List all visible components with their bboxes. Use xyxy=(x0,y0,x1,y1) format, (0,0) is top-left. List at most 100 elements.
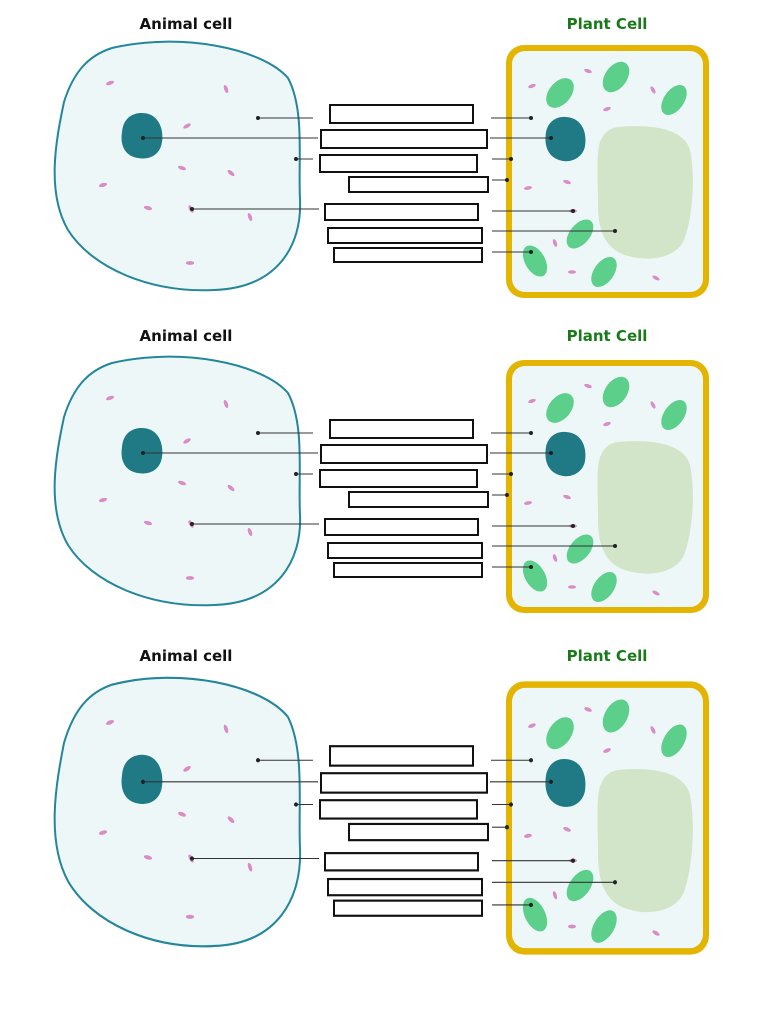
label-box[interactable] xyxy=(320,772,488,794)
organelle xyxy=(584,383,592,389)
organelle xyxy=(178,811,186,817)
organelle xyxy=(528,398,536,404)
chloroplast xyxy=(591,571,617,603)
organelle xyxy=(223,724,229,734)
pointer-dot xyxy=(529,565,533,569)
chloroplast xyxy=(546,393,574,423)
organelle xyxy=(106,719,114,725)
animal-cell-title: Animal cell xyxy=(139,327,233,345)
cell-panel xyxy=(53,676,709,955)
organelle xyxy=(603,106,611,112)
label-box[interactable] xyxy=(327,227,483,244)
label-box[interactable] xyxy=(327,877,483,897)
chloroplast xyxy=(566,869,594,902)
label-box[interactable] xyxy=(320,444,488,464)
organelle xyxy=(524,501,532,505)
label-box[interactable] xyxy=(348,491,489,508)
pointer-dot xyxy=(141,136,145,140)
animal-cell-membrane xyxy=(53,40,302,292)
chloroplast xyxy=(602,61,630,93)
organelle xyxy=(552,239,558,247)
pointer-dot xyxy=(509,802,513,807)
chloroplast xyxy=(602,376,630,408)
plant-cell-title: Plant Cell xyxy=(566,647,648,665)
label-box[interactable] xyxy=(329,745,474,767)
label-box[interactable] xyxy=(320,129,488,149)
organelle xyxy=(524,833,532,838)
pointer-dot xyxy=(529,902,533,908)
organelle xyxy=(584,707,592,712)
label-box[interactable] xyxy=(333,899,483,917)
chloroplast xyxy=(522,245,548,277)
label-box[interactable] xyxy=(324,203,479,221)
label-box[interactable] xyxy=(319,469,478,488)
organelle xyxy=(106,395,114,401)
chloroplast xyxy=(661,399,687,431)
chloroplast xyxy=(591,910,617,943)
pointer-dot xyxy=(509,157,513,161)
organelle xyxy=(247,213,253,221)
label-box[interactable] xyxy=(329,419,474,439)
organelle xyxy=(183,765,191,772)
pointer-dot xyxy=(549,451,553,455)
organelle xyxy=(98,497,108,503)
label-box[interactable] xyxy=(333,247,483,263)
organelle xyxy=(652,590,660,596)
chloroplast xyxy=(522,897,548,932)
pointer-dot xyxy=(505,178,509,182)
organelle xyxy=(528,83,536,89)
label-box[interactable] xyxy=(333,562,483,578)
organelle xyxy=(227,816,235,823)
label-box[interactable] xyxy=(319,799,478,820)
pointer-dot xyxy=(141,451,145,455)
organelle xyxy=(568,924,576,929)
organelle xyxy=(98,830,108,835)
label-box[interactable] xyxy=(348,176,489,193)
organelle xyxy=(227,169,235,177)
cell-panel xyxy=(53,40,709,298)
chloroplast xyxy=(546,717,574,750)
pointer-dot xyxy=(529,116,533,120)
label-box[interactable] xyxy=(348,822,489,842)
pointer-dot xyxy=(256,431,260,435)
plant-vacuole xyxy=(597,126,693,259)
pointer-dot xyxy=(256,758,260,763)
organelle xyxy=(584,68,592,74)
label-box[interactable] xyxy=(319,154,478,173)
pointer-dot xyxy=(505,493,509,497)
pointer-dot xyxy=(571,209,575,213)
chloroplast xyxy=(522,560,548,592)
label-box[interactable] xyxy=(324,518,479,536)
organelle xyxy=(603,748,611,753)
organelle xyxy=(563,494,571,500)
animal-nucleus xyxy=(121,112,163,159)
label-box[interactable] xyxy=(327,542,483,559)
organelle xyxy=(652,930,660,936)
organelle xyxy=(185,261,195,265)
organelle xyxy=(650,401,656,409)
animal-cell-title: Animal cell xyxy=(139,15,233,33)
pointer-dot xyxy=(529,250,533,254)
organelle xyxy=(528,723,536,729)
animal-cell-membrane xyxy=(53,355,302,607)
pointer-dot xyxy=(190,522,194,526)
organelle xyxy=(183,438,191,444)
organelle xyxy=(563,179,571,185)
organelle xyxy=(143,855,153,860)
pointer-dot xyxy=(529,758,533,763)
organelle xyxy=(552,554,558,562)
chloroplast xyxy=(602,699,630,733)
organelle xyxy=(650,726,656,734)
animal-nucleus xyxy=(121,427,163,474)
plant-vacuole xyxy=(597,769,693,913)
organelle xyxy=(603,421,611,427)
pointer-dot xyxy=(529,431,533,435)
organelle xyxy=(185,576,195,580)
plant-cell-title: Plant Cell xyxy=(566,327,648,345)
organelle xyxy=(524,186,532,190)
chloroplast xyxy=(546,78,574,108)
label-box[interactable] xyxy=(324,852,479,872)
organelle xyxy=(143,205,153,211)
label-box[interactable] xyxy=(329,104,474,124)
organelle xyxy=(178,480,186,486)
